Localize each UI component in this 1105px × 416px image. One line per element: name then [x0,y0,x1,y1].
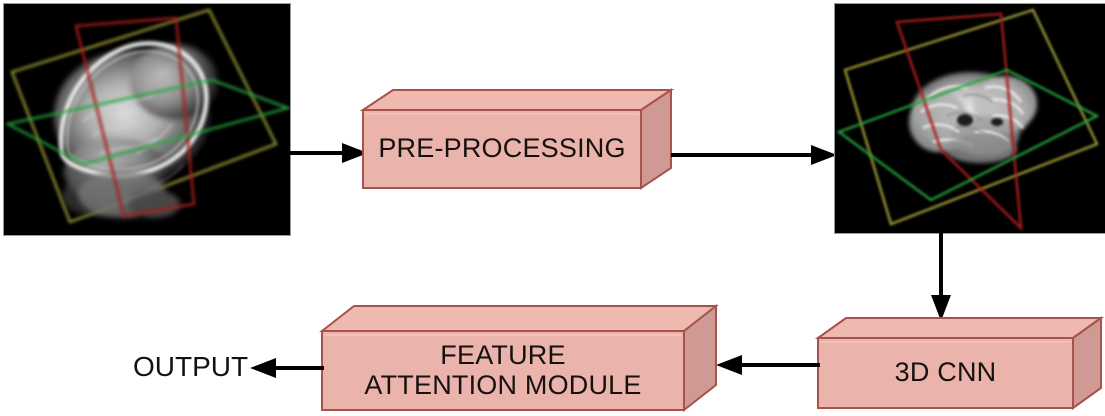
output-label-text: OUTPUT [133,351,249,382]
input-mri-render [4,4,290,235]
three-d-cnn-box[interactable]: 3D CNN [814,316,1105,412]
edge-input-to-preprocessing [290,140,368,166]
feature-attention-module-box[interactable]: FEATURE ATTENTION MODULE [319,303,719,413]
edge-cnn-to-attention [716,352,820,378]
preprocessed-mri-brain-scan [835,4,1105,233]
edge-attention-to-output [250,355,324,381]
edge-preprocessing-to-preprocessed [671,142,837,168]
output-label: OUTPUT [133,351,248,383]
preprocessed-mri-render [835,4,1105,233]
input-mri-brain-scan [4,4,290,235]
edge-preprocessed-to-cnn [928,233,954,321]
pre-processing-box[interactable]: PRE-PROCESSING [359,88,675,192]
